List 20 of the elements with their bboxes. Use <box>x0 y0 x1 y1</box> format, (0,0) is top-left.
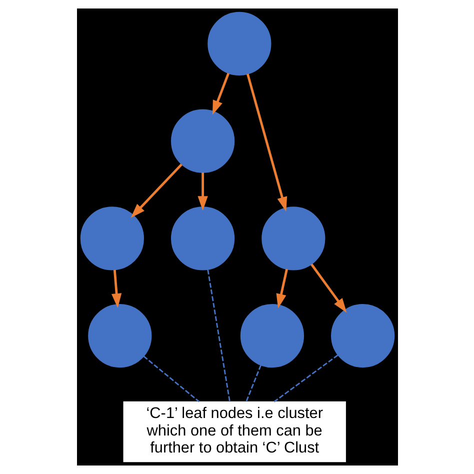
arrow <box>310 264 346 313</box>
arrow <box>246 74 287 212</box>
arrow <box>130 164 182 218</box>
node-box: ‘C-1’ leaf nodes i.e cluster which one of them can be further to obtain ‘C’ Clust <box>122 401 346 462</box>
node-circle <box>330 304 394 368</box>
arrow <box>276 268 288 308</box>
connector <box>142 356 200 402</box>
connector <box>273 354 338 402</box>
node-circle <box>207 12 271 76</box>
arrow <box>212 72 230 115</box>
node-circle <box>170 206 234 270</box>
arrow <box>111 270 122 308</box>
connector <box>206 270 230 402</box>
node-circle <box>170 109 234 173</box>
node-circle <box>88 304 152 368</box>
node-circle <box>261 206 325 270</box>
connector <box>245 364 261 402</box>
node-circle <box>80 206 144 270</box>
arrow <box>197 172 208 211</box>
node-circle <box>240 304 304 368</box>
